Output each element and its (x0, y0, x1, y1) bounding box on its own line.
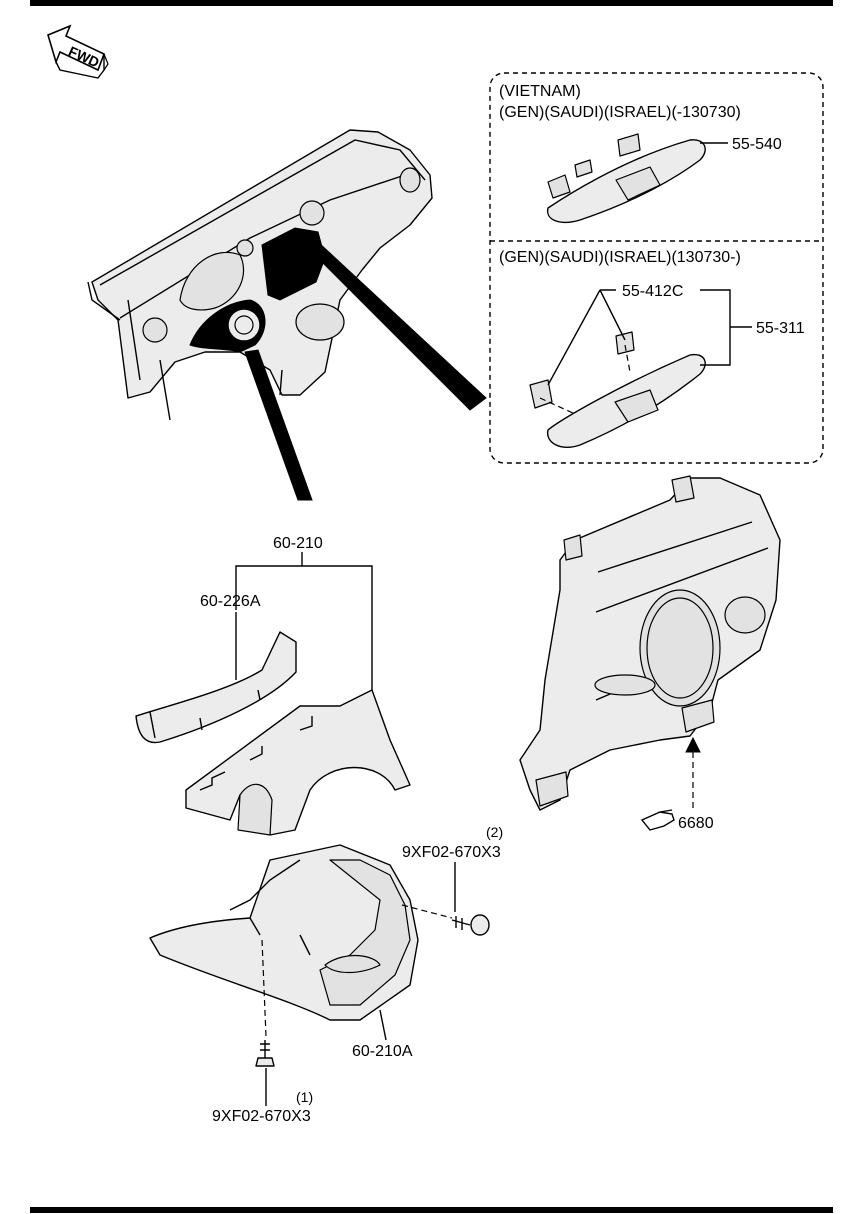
variant-box (489, 72, 824, 464)
screw-2-qty: (2) (486, 824, 503, 840)
lower-dash-panel (519, 475, 781, 811)
callout-6680: 6680 (678, 815, 714, 832)
upper-column-cover-60-210 (185, 689, 411, 836)
top-border-bar (30, 0, 833, 6)
screw-icon (255, 1040, 275, 1067)
callout-55-412c: 55-412C (622, 283, 683, 300)
fwd-arrow-icon: FWD (47, 24, 109, 79)
leader-60-210 (235, 552, 373, 690)
lower-column-cover-60-210a (149, 844, 419, 1021)
leader-60-210a (379, 1009, 387, 1041)
screw-1-part: 9XF02-670X3 (212, 1108, 311, 1125)
screw-1-guide (261, 939, 267, 1037)
bottom-border-bar (30, 1207, 833, 1213)
callout-55-540: 55-540 (732, 136, 782, 153)
screw-1-qty: (1) (296, 1089, 313, 1105)
callout-60-210a: 60-210A (352, 1043, 413, 1060)
dashboard-illustration (87, 129, 487, 501)
pointing-hand-icon (640, 809, 675, 831)
variant-top-line1: (VIETNAM) (499, 83, 581, 100)
screw-2-part: 9XF02-670X3 (402, 844, 501, 861)
variant-top-line2: (GEN)(SAUDI)(ISRAEL)(-130730) (499, 104, 741, 121)
leader-55-412c (547, 289, 626, 386)
screw-icon (451, 914, 490, 936)
variant-bottom-line1: (GEN)(SAUDI)(ISRAEL)(130730-) (499, 249, 741, 266)
callout-60-210: 60-210 (273, 535, 323, 552)
callout-55-311: 55-311 (756, 320, 805, 337)
ref-arrow-head (685, 736, 701, 753)
trim-panel-55-311 (529, 331, 706, 448)
leader-55-311 (700, 289, 752, 366)
fwd-label: FWD (66, 43, 102, 71)
callout-60-226a: 60-226A (200, 593, 261, 610)
panel-60-226a (135, 631, 297, 744)
trim-panel-55-540 (546, 133, 706, 224)
screw-2-guide (401, 904, 453, 919)
